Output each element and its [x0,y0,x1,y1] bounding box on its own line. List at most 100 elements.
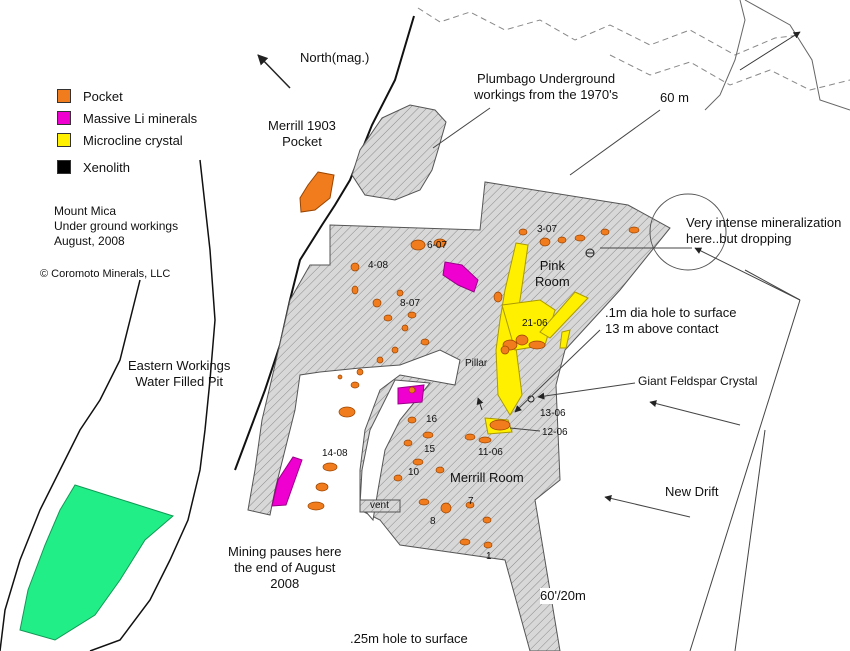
surface-contour-upper [417,7,801,56]
map-title-line2: Under ground workings [54,219,179,233]
pocket-label-7: 7 [468,496,474,507]
microcline-crystal-right [539,291,589,339]
pocket-label-13-06: 13-06 [540,408,566,419]
eastern-workings-label: Eastern Workings Water Filled Pit [128,358,231,389]
legend-item-xenolith: Xenolith [57,158,130,176]
pocket [356,368,364,376]
mining-pauses-label: Mining pauses here the end of August 200… [228,544,342,591]
sixty-m-leader [569,109,661,176]
microcline-crystal-small [559,329,571,349]
pocket-label-11-06: 11-06 [478,447,503,458]
pocket [401,324,409,332]
pocket [351,285,359,295]
pocket-group [307,226,640,549]
water-filled-pit [19,484,175,641]
pocket-label-8: 8 [430,516,436,527]
pillar-label: Pillar [465,358,488,369]
pocket [372,298,382,308]
pocket [350,381,360,389]
pocket [337,374,343,380]
li-mineral-upper [442,261,479,293]
pocket-label-16: 16 [426,414,438,425]
pocket [307,501,325,511]
pocket [483,541,493,549]
pocket [420,338,430,346]
legend-label: Massive Li minerals [83,110,198,126]
intense-mineralization-circle [649,193,727,271]
pocket [459,538,471,546]
eastern-pit-outline [0,159,216,651]
pocket-label-12-06: 12-06 [542,427,568,438]
hole-1m-label: .1m dia hole to surface 13 m above conta… [605,305,737,336]
pocket [435,466,445,474]
pocket [407,416,417,424]
legend-item-li: Massive Li minerals [57,109,197,127]
merrill-1903-pocket [299,171,335,213]
pocket [396,289,404,297]
map-title-line1: Mount Mica [54,204,117,218]
pocket-label-15: 15 [424,444,436,455]
pocket [482,516,492,524]
drift-line-upper [694,247,801,301]
plumbago-workings [351,104,447,201]
legend-label: Xenolith [83,159,130,175]
vent-label: vent [370,500,389,511]
pocket [418,498,430,506]
pocket-label-21-06: 21-06 [522,318,548,329]
pocket [528,340,546,350]
pocket-label-10: 10 [408,467,420,478]
contour-arrow [739,31,801,71]
legend-swatch-li [57,111,71,125]
pocket [322,462,338,472]
pocket [433,238,447,248]
pocket [464,433,476,441]
drift-line-right-2 [689,299,801,651]
pocket [440,502,452,514]
surface-contour-lower [609,54,850,91]
pocket [315,482,329,492]
intense-mineralization-label: Very intense mineralization here..but dr… [686,215,842,246]
pocket [393,474,403,482]
merrill-room-label: Merrill Room [450,470,524,485]
pocket [422,431,434,439]
pocket [383,314,393,322]
li-mineral-lower [271,456,303,507]
pocket-label-8-07: 8-07 [400,298,421,309]
legend-item-microcline: Microcline crystal [57,131,183,149]
pocket-label-3-07: 3-07 [537,224,558,235]
pocket-label-14-08: 14-08 [322,448,348,459]
pocket-arrow-small [476,397,484,411]
pocket [412,458,424,466]
plumbago-label: Plumbago Underground workings from the 1… [474,71,619,102]
pocket-label-1: 1 [486,551,492,562]
surface-contour-mid [704,0,746,111]
copyright: © Coromoto Minerals, LLC [40,268,171,280]
legend-label: Pocket [83,88,123,104]
new-drift-arrow-2 [604,495,691,518]
legend-swatch-pocket [57,89,71,103]
pocket [403,439,413,447]
pocket-label-4-08: 4-08 [368,260,389,271]
new-drift-arrow-1 [649,400,741,426]
surface-contour-right [744,0,850,111]
merrill-1903-label: Merrill 1903 Pocket [268,118,336,149]
pocket [557,236,567,244]
pocket [376,356,384,364]
twelve-06-leader [509,427,541,432]
pocket [338,406,356,418]
pocket [500,345,510,355]
plumbago-leader [432,107,491,149]
pocket [478,436,492,444]
sixty-ft-label: 60'/20m [540,588,586,604]
pocket [600,228,610,236]
pocket [407,311,417,319]
vent-connector [359,499,401,513]
pocket [574,234,586,242]
pit-boundary-line [234,15,415,471]
pocket [628,226,640,234]
hole-25m-label: .25m hole to surface [350,631,468,646]
legend-label: Microcline crystal [83,132,183,148]
pocket [489,419,511,431]
pocket [539,237,551,247]
